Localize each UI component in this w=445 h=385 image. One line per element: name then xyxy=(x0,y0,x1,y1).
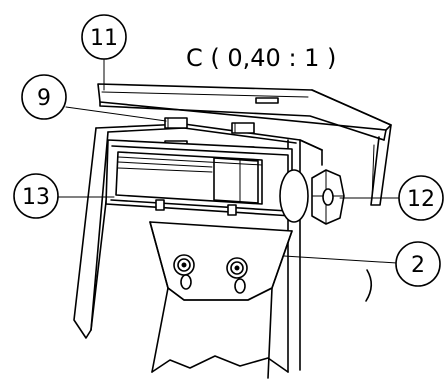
callout-11: 11 xyxy=(81,14,127,60)
screws xyxy=(173,254,248,294)
cable-gland xyxy=(279,169,345,225)
display-unit xyxy=(105,139,293,217)
callout-11-label: 11 xyxy=(90,26,118,51)
break-curve xyxy=(365,269,373,302)
callout-12: 12 xyxy=(398,175,444,221)
cover-right-flange xyxy=(311,89,392,206)
cover-plate xyxy=(97,83,392,141)
view-scale-label: C ( 0,40 : 1 ) xyxy=(186,44,336,72)
callout-2-label: 2 xyxy=(411,253,425,278)
callout-9: 9 xyxy=(21,74,67,120)
leader-lines xyxy=(57,57,410,264)
callout-13-label: 13 xyxy=(22,185,50,210)
callout-2: 2 xyxy=(395,241,441,287)
callout-13: 13 xyxy=(13,173,59,219)
callout-12-label: 12 xyxy=(407,187,435,212)
callout-9-label: 9 xyxy=(37,86,51,111)
stand-column xyxy=(149,221,293,379)
